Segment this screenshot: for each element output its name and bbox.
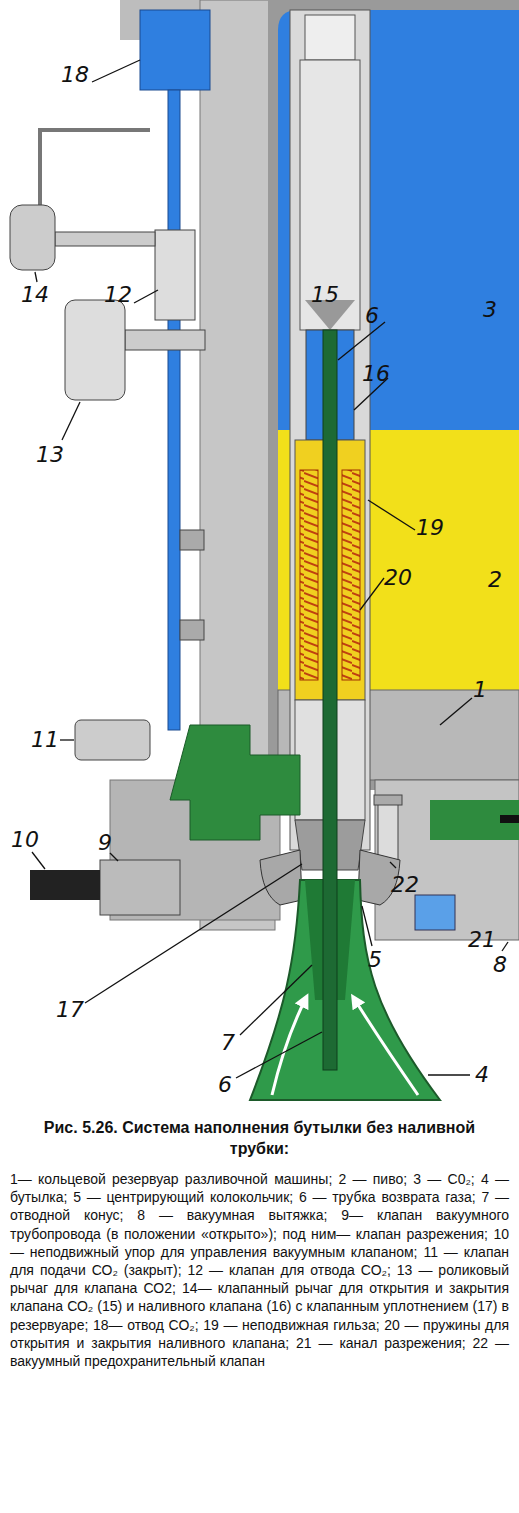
callout-number: 3 — [483, 299, 497, 321]
callout-number: 19 — [416, 517, 444, 539]
callout-number: 13 — [36, 444, 64, 466]
callout-number: 1 — [473, 679, 487, 701]
callout-number: 12 — [104, 284, 132, 306]
callout-number: 20 — [384, 567, 412, 589]
callout-number: 4 — [475, 1064, 489, 1086]
callout-number: 10 — [11, 829, 39, 851]
callout-number: 9 — [98, 832, 112, 854]
callout-number: 7 — [221, 1032, 235, 1054]
legend-text: 1— кольцевой резервуар разливочной машин… — [10, 1170, 509, 1370]
callout-number: 14 — [21, 284, 49, 306]
callout-number: 2 — [488, 569, 502, 591]
callout-number: 18 — [61, 64, 89, 86]
callout-number: 17 — [56, 999, 84, 1021]
callout-number: 11 — [31, 729, 59, 751]
callout-number: 21 — [468, 929, 496, 951]
filler-illustration — [0, 0, 519, 1110]
figure-caption: Рис. 5.26. Система наполнения бутылки бе… — [30, 1118, 489, 1160]
callout-number: 8 — [493, 954, 507, 976]
callout-number: 6 — [365, 305, 379, 327]
callout-number: 16 — [362, 363, 390, 385]
callout-number: 5 — [368, 949, 382, 971]
callout-number: 15 — [311, 284, 339, 306]
callout-number: 6 — [218, 1074, 232, 1096]
callout-number: 22 — [391, 874, 419, 896]
